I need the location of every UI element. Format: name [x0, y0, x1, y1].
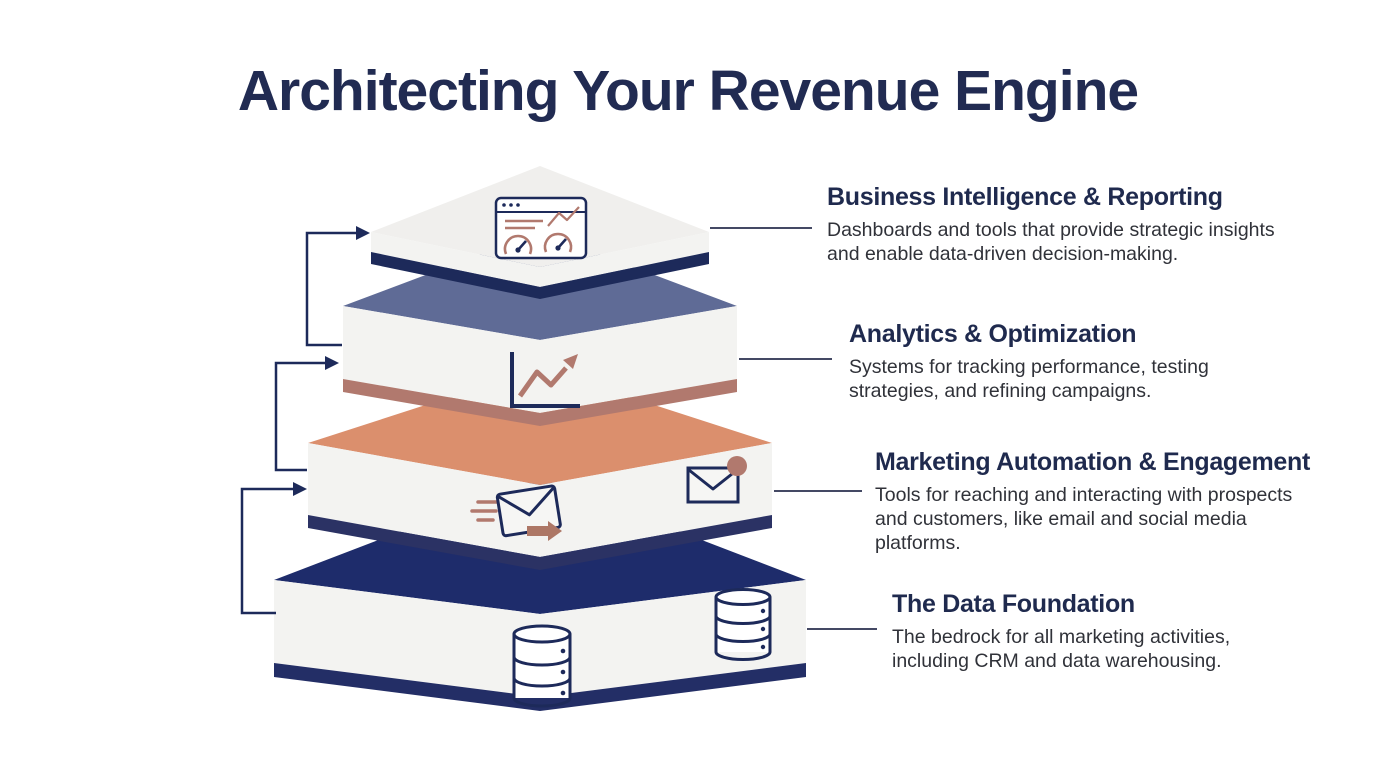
layer-analytics-left-face: [343, 306, 540, 413]
arrowhead-icon: [293, 482, 307, 496]
gauge-icon: [503, 234, 533, 255]
page-title: Architecting Your Revenue Engine: [237, 59, 1139, 123]
layer-analytics-right-face: [540, 306, 737, 413]
email-send-icon: [470, 484, 562, 541]
layer-analytics-right-rim: [540, 379, 737, 426]
layer-data-left-face: [274, 580, 540, 697]
layer-analytics: [343, 232, 737, 426]
layer-heading: Business Intelligence & Reporting: [827, 183, 1223, 211]
layer-bi-left-face: [371, 232, 540, 287]
arrow-data-to-marketing: [240, 487, 293, 615]
layer-bi-left-rim: [371, 252, 540, 299]
layer-description: The bedrock for all marketing activities…: [892, 626, 1231, 672]
arrow-analytics-to-bi: [305, 231, 356, 347]
layer-bi-right-rim: [540, 252, 709, 299]
layer-marketing-automation: [308, 368, 772, 570]
label-business-intelligence: Business Intelligence & Reporting Dashbo…: [827, 183, 1287, 266]
layer-data-right-rim: [540, 663, 806, 711]
layer-business-intelligence: [371, 166, 709, 299]
layer-heading: Analytics & Optimization: [849, 320, 1137, 348]
label-analytics: Analytics & Optimization Systems for tra…: [849, 320, 1244, 403]
label-data-foundation: The Data Foundation The bedrock for all …: [892, 590, 1302, 673]
layer-heading: Marketing Automation & Engagement: [875, 448, 1311, 476]
gauge-icon: [543, 232, 573, 253]
arrowhead-icon: [325, 356, 339, 370]
layer-marketing-left-face: [308, 443, 540, 557]
label-marketing-automation: Marketing Automation & Engagement Tools …: [875, 448, 1313, 555]
layer-bi-right-face: [540, 232, 709, 287]
layer-data-left-rim: [274, 663, 540, 711]
layer-marketing-left-rim: [308, 515, 540, 570]
database-icon: [512, 624, 572, 708]
layer-description: Systems for tracking performance, testin…: [849, 356, 1209, 402]
layer-description: Tools for reaching and interacting with …: [875, 484, 1293, 554]
email-notification-icon: [686, 456, 747, 504]
layer-marketing-right-rim: [540, 515, 772, 570]
flow-arrowheads: [293, 226, 370, 496]
line-chart-icon: [510, 352, 580, 408]
layer-heading: The Data Foundation: [892, 590, 1135, 618]
layer-analytics-left-rim: [343, 379, 540, 426]
flow-arrows: [240, 231, 356, 615]
email-send-arrow: [527, 521, 562, 541]
layer-marketing-top-face: [308, 368, 772, 485]
database-icon: [714, 588, 772, 661]
notification-dot: [727, 456, 747, 476]
dashboard-icon: [494, 196, 588, 260]
arrow-marketing-to-analytics: [274, 361, 325, 472]
arrowhead-icon: [356, 226, 370, 240]
label-connectors: [710, 227, 877, 630]
layer-description: Dashboards and tools that provide strate…: [827, 219, 1275, 265]
